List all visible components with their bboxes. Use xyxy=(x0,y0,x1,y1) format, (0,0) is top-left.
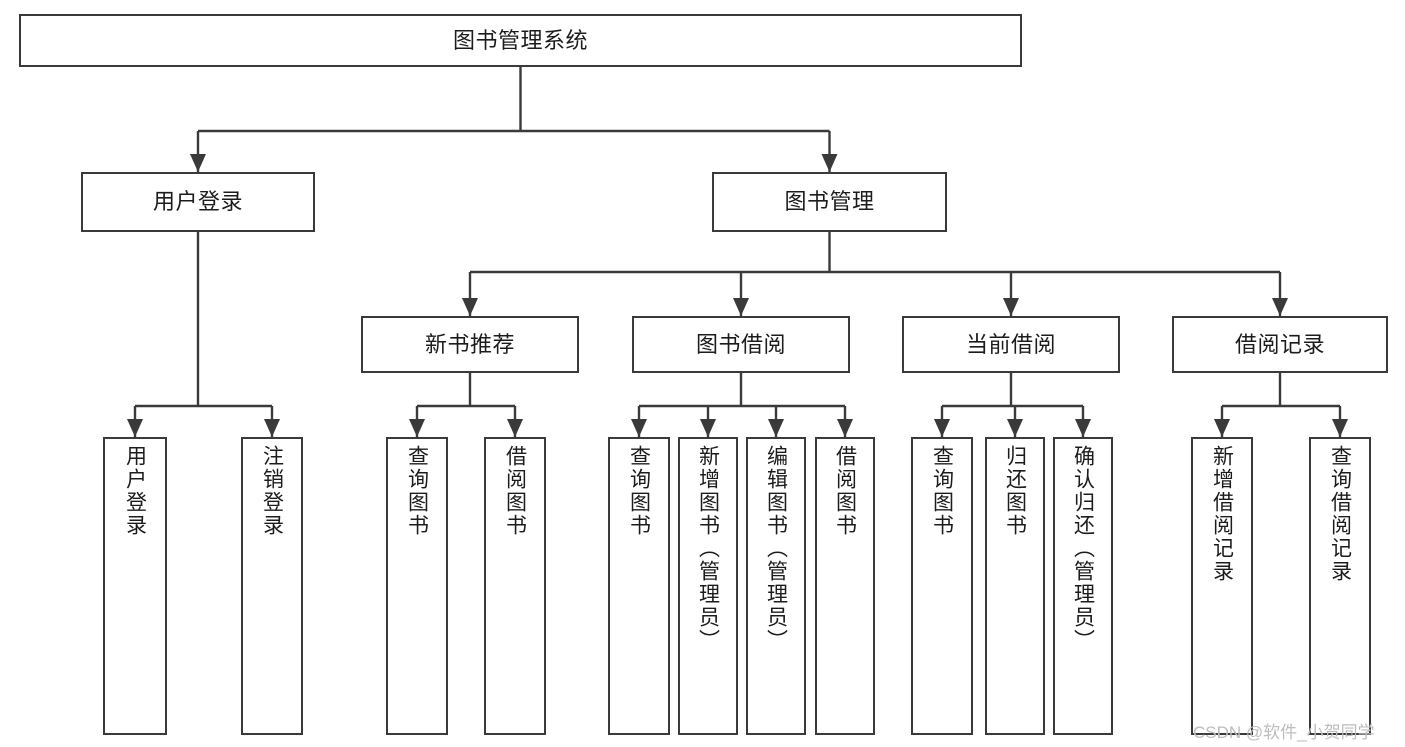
node-leaf-user-login[interactable]: 用户登录 xyxy=(103,437,167,735)
arrowhead-leaf-borrow-book-2 xyxy=(837,419,853,437)
node-borrow-record[interactable]: 借阅记录 xyxy=(1172,316,1388,373)
node-current-borrow[interactable]: 当前借阅 xyxy=(902,316,1120,373)
node-label-leaf-query-borrow-record: 查询借阅记录 xyxy=(1328,445,1352,583)
node-label-leaf-query-book-1: 查询图书 xyxy=(405,445,429,537)
node-label-user-login: 用户登录 xyxy=(152,189,243,215)
node-label-leaf-add-book: 新增图书（管理员） xyxy=(696,445,720,652)
node-leaf-add-book[interactable]: 新增图书（管理员） xyxy=(678,437,738,735)
arrowhead-leaf-query-borrow-record xyxy=(1332,419,1348,437)
node-new-book-recommend[interactable]: 新书推荐 xyxy=(361,316,579,373)
node-leaf-return-book[interactable]: 归还图书 xyxy=(985,437,1045,735)
node-leaf-query-borrow-record[interactable]: 查询借阅记录 xyxy=(1309,437,1371,735)
node-leaf-borrow-book-1[interactable]: 借阅图书 xyxy=(484,437,546,735)
node-label-leaf-borrow-book-2: 借阅图书 xyxy=(833,445,857,537)
node-leaf-confirm-return[interactable]: 确认归还（管理员） xyxy=(1053,437,1113,735)
arrowhead-current-borrow xyxy=(1003,298,1019,316)
node-label-leaf-query-book-3: 查询图书 xyxy=(930,445,954,537)
arrowhead-leaf-confirm-return xyxy=(1075,419,1091,437)
node-label-borrow-record: 借阅记录 xyxy=(1234,331,1325,357)
node-label-leaf-return-book: 归还图书 xyxy=(1003,445,1027,537)
node-label-leaf-confirm-return: 确认归还（管理员） xyxy=(1071,445,1095,652)
arrowhead-leaf-return-book xyxy=(1007,419,1023,437)
arrowhead-leaf-edit-book xyxy=(768,419,784,437)
node-label-leaf-borrow-book-1: 借阅图书 xyxy=(503,445,527,537)
watermark-text: CSDN @软件_小贺同学 xyxy=(1193,723,1375,742)
node-label-book-borrow: 图书借阅 xyxy=(695,331,786,357)
node-leaf-borrow-book-2[interactable]: 借阅图书 xyxy=(815,437,875,735)
arrowhead-leaf-borrow-book-1 xyxy=(507,419,523,437)
arrowhead-leaf-user-login xyxy=(127,419,143,437)
node-leaf-add-borrow-record[interactable]: 新增借阅记录 xyxy=(1191,437,1253,735)
node-label-leaf-logout: 注销登录 xyxy=(260,445,284,537)
arrowhead-leaf-add-borrow-record xyxy=(1214,419,1230,437)
node-root[interactable]: 图书管理系统 xyxy=(19,14,1022,67)
arrowhead-new-book-recommend xyxy=(462,298,478,316)
arrowhead-leaf-query-book-3 xyxy=(934,419,950,437)
arrowhead-user-login xyxy=(190,154,206,172)
arrowhead-leaf-logout xyxy=(264,419,280,437)
node-label-leaf-query-book-2: 查询图书 xyxy=(627,445,651,537)
node-label-leaf-add-borrow-record: 新增借阅记录 xyxy=(1210,445,1234,583)
node-label-new-book-recommend: 新书推荐 xyxy=(424,331,515,357)
node-leaf-query-book-2[interactable]: 查询图书 xyxy=(608,437,670,735)
node-label-current-borrow: 当前借阅 xyxy=(965,331,1056,357)
node-leaf-query-book-3[interactable]: 查询图书 xyxy=(911,437,973,735)
arrowhead-leaf-query-book-1 xyxy=(409,419,425,437)
node-book-borrow[interactable]: 图书借阅 xyxy=(632,316,850,373)
node-label-root: 图书管理系统 xyxy=(452,27,588,53)
node-label-leaf-user-login: 用户登录 xyxy=(123,445,147,537)
node-leaf-logout[interactable]: 注销登录 xyxy=(241,437,303,735)
node-book-management[interactable]: 图书管理 xyxy=(712,172,947,232)
arrowhead-leaf-query-book-2 xyxy=(631,419,647,437)
node-user-login[interactable]: 用户登录 xyxy=(81,172,315,232)
arrowhead-book-borrow xyxy=(733,298,749,316)
arrowhead-leaf-add-book xyxy=(700,419,716,437)
node-label-leaf-edit-book: 编辑图书（管理员） xyxy=(764,445,788,652)
node-label-book-management: 图书管理 xyxy=(784,189,875,215)
node-leaf-query-book-1[interactable]: 查询图书 xyxy=(386,437,448,735)
arrowhead-book-management xyxy=(821,154,838,172)
node-leaf-edit-book[interactable]: 编辑图书（管理员） xyxy=(746,437,806,735)
arrowhead-borrow-record xyxy=(1272,298,1288,316)
